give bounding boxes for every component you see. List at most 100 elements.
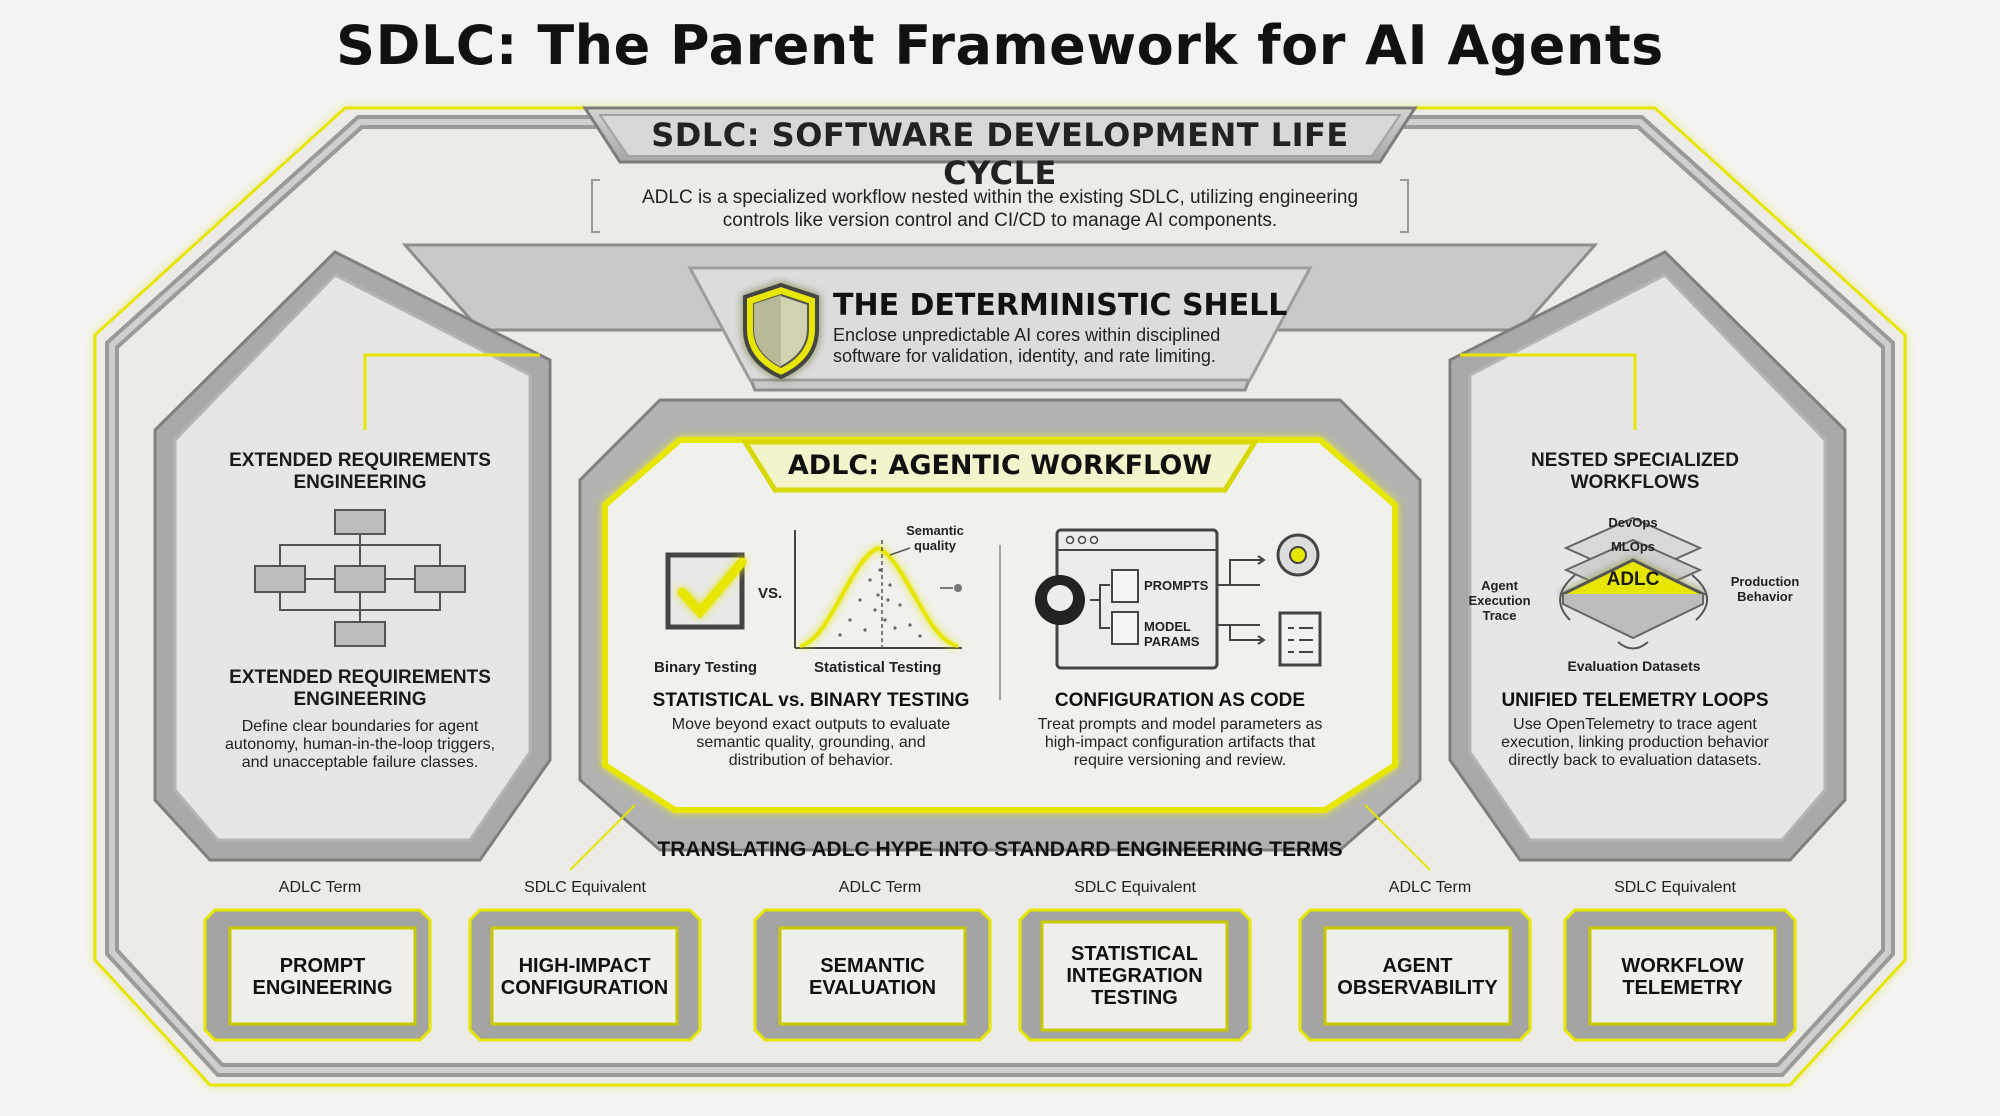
config-title: CONFIGURATION AS CODE bbox=[1054, 690, 1306, 711]
term-label-line: PROMPT bbox=[279, 955, 366, 977]
left-panel-top-title-line: EXTENDED REQUIREMENTS bbox=[229, 450, 491, 471]
term-label-line: ENGINEERING bbox=[252, 977, 393, 999]
sdlc-intro: ADLC is a specialized workflow nested wi… bbox=[605, 186, 1395, 232]
testing-desc: Move beyond exact outputs to evaluate se… bbox=[635, 716, 987, 770]
shell-title: THE DETERMINISTIC SHELL bbox=[833, 288, 1288, 323]
page-title: SDLC: The Parent Framework for AI Agents bbox=[336, 14, 1664, 77]
checkbox-icon bbox=[665, 552, 747, 630]
term-label-line: EVALUATION bbox=[808, 977, 937, 999]
left-panel-title-line: ENGINEERING bbox=[293, 689, 427, 710]
gear-icon bbox=[1276, 533, 1320, 577]
term-box-4 bbox=[1298, 908, 1532, 1042]
term-caption: ADLC Term bbox=[1388, 879, 1472, 896]
agent-trace-line: Agent bbox=[1481, 578, 1518, 593]
sdlc-intro-line: ADLC is a specialized workflow nested wi… bbox=[641, 187, 1359, 208]
term-label-semantic-evaluation: SEMANTIC EVALUATION bbox=[780, 955, 965, 999]
left-panel-desc: Define clear boundaries for agent autono… bbox=[200, 718, 520, 772]
term-label-line: INTEGRATION bbox=[1066, 965, 1203, 987]
layer-devops-label: DevOps bbox=[1608, 515, 1658, 530]
config-desc-line: require versioning and review. bbox=[1073, 752, 1287, 769]
testing-desc-line: semantic quality, grounding, and bbox=[696, 734, 926, 751]
shell-desc-line: Enclose unpredictable AI cores within di… bbox=[833, 325, 1221, 345]
term-label-line: STATISTICAL bbox=[1070, 943, 1199, 965]
adlc-title: ADLC: AGENTIC WORKFLOW bbox=[787, 450, 1213, 481]
testing-desc-line: Move beyond exact outputs to evaluate bbox=[671, 716, 951, 733]
agent-trace-label: Agent Execution Trace bbox=[1462, 578, 1537, 623]
testing-title: STATISTICAL vs. BINARY TESTING bbox=[652, 690, 970, 711]
model-params-label: MODEL PARAMS bbox=[1144, 619, 1199, 649]
layer-stack-icon bbox=[1559, 516, 1708, 650]
left-panel-title-line: EXTENDED REQUIREMENTS bbox=[229, 667, 491, 688]
term-label-line: AGENT bbox=[1382, 955, 1453, 977]
term-label-line: WORKFLOW bbox=[1621, 955, 1744, 977]
semantic-quality-label: Semantic quality bbox=[900, 523, 970, 553]
telemetry-desc-line: Use OpenTelemetry to trace agent bbox=[1513, 716, 1757, 733]
production-behavior-line: Production bbox=[1730, 574, 1800, 589]
statistical-testing-label: Statistical Testing bbox=[814, 659, 942, 676]
term-label-high-impact-configuration: HIGH-IMPACT CONFIGURATION bbox=[492, 955, 677, 999]
config-desc: Treat prompts and model parameters as hi… bbox=[1010, 716, 1350, 770]
term-label-line: OBSERVABILITY bbox=[1337, 977, 1498, 999]
config-desc-line: Treat prompts and model parameters as bbox=[1037, 716, 1323, 733]
flowchart-icon bbox=[254, 509, 466, 647]
term-box-1 bbox=[468, 908, 702, 1042]
term-label-agent-observability: AGENT OBSERVABILITY bbox=[1325, 955, 1510, 999]
agent-trace-line: Execution bbox=[1468, 593, 1531, 608]
layer-adlc-label: ADLC bbox=[1606, 569, 1660, 590]
testing-desc-line: distribution of behavior. bbox=[728, 752, 894, 769]
term-caption: SDLC Equivalent bbox=[1614, 879, 1736, 896]
term-caption: SDLC Equivalent bbox=[1074, 879, 1196, 896]
sdlc-intro-line: controls like version control and CI/CD … bbox=[722, 210, 1278, 231]
binary-testing-label: Binary Testing bbox=[654, 659, 758, 676]
term-label-line: SEMANTIC bbox=[820, 955, 925, 977]
shield-icon bbox=[743, 282, 819, 380]
sdlc-banner: SDLC: SOFTWARE DEVELOPMENT LIFE CYCLE bbox=[651, 116, 1349, 192]
term-caption: ADLC Term bbox=[278, 879, 362, 896]
term-label-statistical-integration-testing: STATISTICAL INTEGRATION TESTING bbox=[1042, 943, 1227, 1009]
right-panel-top-title: NESTED SPECIALIZED WORKFLOWS bbox=[1485, 450, 1785, 494]
bell-curve-icon bbox=[794, 530, 962, 649]
term-box-3 bbox=[1018, 908, 1252, 1042]
left-panel-title: EXTENDED REQUIREMENTS ENGINEERING bbox=[210, 667, 510, 711]
shell-desc: Enclose unpredictable AI cores within di… bbox=[833, 325, 1220, 367]
left-panel-desc-line: Define clear boundaries for agent bbox=[241, 718, 479, 735]
telemetry-title: UNIFIED TELEMETRY LOOPS bbox=[1501, 690, 1769, 711]
model-params-line: MODEL bbox=[1144, 619, 1191, 634]
right-panel-top-title-line: NESTED SPECIALIZED bbox=[1531, 450, 1739, 471]
term-boxes bbox=[203, 908, 1797, 1042]
term-label-prompt-engineering: PROMPT ENGINEERING bbox=[230, 955, 415, 999]
term-box-5 bbox=[1563, 908, 1797, 1042]
term-caption: SDLC Equivalent bbox=[524, 879, 646, 896]
left-panel-desc-line: and unacceptable failure classes. bbox=[241, 754, 479, 771]
term-caption: ADLC Term bbox=[838, 879, 922, 896]
layer-mlops-label: MLOps bbox=[1610, 539, 1656, 554]
term-label-line: TELEMETRY bbox=[1622, 977, 1743, 999]
right-panel-top-title-line: WORKFLOWS bbox=[1570, 472, 1700, 493]
term-label-line: CONFIGURATION bbox=[500, 977, 669, 999]
left-panel-top-title: EXTENDED REQUIREMENTS ENGINEERING bbox=[210, 450, 510, 494]
term-box-2 bbox=[753, 908, 992, 1042]
telemetry-desc-line: execution, linking production behavior bbox=[1501, 734, 1769, 751]
translation-title: TRANSLATING ADLC HYPE INTO STANDARD ENGI… bbox=[657, 838, 1343, 861]
checklist-icon bbox=[1278, 611, 1322, 667]
production-behavior-label: Production Behavior bbox=[1725, 574, 1805, 604]
config-desc-line: high-impact configuration artifacts that bbox=[1044, 734, 1316, 751]
term-box-0 bbox=[203, 908, 432, 1042]
term-label-line: TESTING bbox=[1091, 987, 1178, 1009]
prompts-label: PROMPTS bbox=[1144, 578, 1209, 593]
production-behavior-line: Behavior bbox=[1737, 589, 1793, 604]
evaluation-datasets-label: Evaluation Datasets bbox=[1567, 658, 1701, 674]
telemetry-desc-line: directly back to evaluation datasets. bbox=[1508, 752, 1762, 769]
vs-label: VS. bbox=[758, 585, 783, 602]
telemetry-desc: Use OpenTelemetry to trace agent executi… bbox=[1480, 716, 1790, 770]
agent-trace-line: Trace bbox=[1482, 608, 1517, 623]
term-label-line: HIGH-IMPACT bbox=[518, 955, 651, 977]
semantic-quality-line: quality bbox=[914, 538, 956, 553]
term-label-workflow-telemetry: WORKFLOW TELEMETRY bbox=[1590, 955, 1775, 999]
semantic-quality-line: Semantic bbox=[906, 523, 964, 538]
config-window-icon bbox=[1035, 528, 1266, 670]
shell-desc-line: software for validation, identity, and r… bbox=[833, 346, 1216, 366]
left-panel-top-title-line: ENGINEERING bbox=[293, 472, 427, 493]
model-params-line: PARAMS bbox=[1144, 634, 1200, 649]
